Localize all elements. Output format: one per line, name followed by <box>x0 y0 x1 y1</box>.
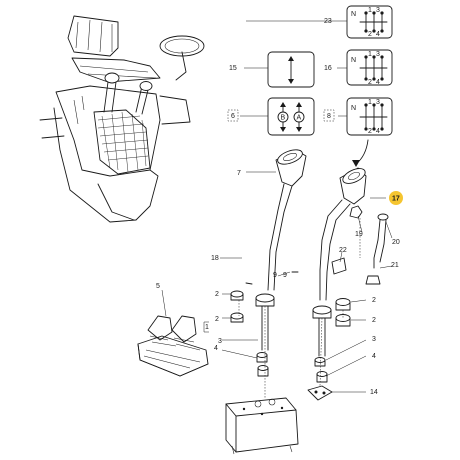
neutral-symbol: N <box>351 105 356 112</box>
callout-19: 19 <box>355 231 363 238</box>
callout-2c: 2 <box>372 297 376 304</box>
shift-pattern-16: N 1 3 2 4 <box>346 49 393 86</box>
callout-18: 18 <box>211 255 219 262</box>
shift-pattern-8: N 1 3 2 4 <box>346 97 393 136</box>
gearbox-housing <box>225 397 299 455</box>
callout-9b: 9 <box>283 272 287 279</box>
leader-lines <box>161 20 393 393</box>
neutral-symbol: N <box>351 11 356 18</box>
arrow-head-icon <box>352 160 360 167</box>
gear-2-label: 2 <box>368 128 372 135</box>
gear-1-label: 1 <box>368 7 372 14</box>
range-b-label: B <box>281 115 286 122</box>
callout-20: 20 <box>392 239 400 246</box>
gear-3-label: 3 <box>376 99 380 106</box>
callout-22: 22 <box>339 247 347 254</box>
callout-14: 14 <box>370 389 378 396</box>
callout-15: 15 <box>229 65 237 72</box>
highlight-marker <box>389 191 403 205</box>
range-a-label: A <box>297 115 302 122</box>
gear-4-label: 4 <box>376 128 380 135</box>
callout-8: 8 <box>327 113 331 120</box>
gear-1-label: 1 <box>368 51 372 58</box>
callout-4a: 4 <box>214 345 218 352</box>
shift-pattern-23: N 1 3 2 4 <box>346 5 393 39</box>
gear-2-label: 2 <box>368 79 372 86</box>
callout-5: 5 <box>156 283 160 290</box>
callout-16: 16 <box>324 65 332 72</box>
right-shaft-assembly <box>291 271 351 401</box>
neutral-symbol: N <box>351 57 356 64</box>
callout-23: 23 <box>324 18 332 25</box>
gear-4-label: 4 <box>376 31 380 38</box>
cab-illustration <box>39 15 205 223</box>
bracket-1 <box>203 321 209 333</box>
gear-2-label: 2 <box>368 31 372 38</box>
callout-6: 6 <box>231 113 235 120</box>
callout-1: 1 <box>205 324 209 331</box>
gear-4-label: 4 <box>376 79 380 86</box>
lever-left <box>267 149 307 291</box>
small-parts <box>331 205 389 285</box>
range-pattern-6: B A <box>267 97 315 136</box>
range-pattern-15 <box>267 51 315 88</box>
callout-17: 17 <box>392 196 400 203</box>
gear-3-label: 3 <box>376 7 380 14</box>
rubber-gaiter <box>137 315 209 377</box>
callout-3b: 3 <box>372 336 376 343</box>
callout-7: 7 <box>237 170 241 177</box>
gear-1-label: 1 <box>368 99 372 106</box>
callout-2d: 2 <box>372 317 376 324</box>
callout-9a: 9 <box>273 272 277 279</box>
gear-3-label: 3 <box>376 51 380 58</box>
callouts: 23 15 16 6 8 7 17 19 20 22 21 18 9 9 5 2… <box>156 18 403 396</box>
callout-2b: 2 <box>215 316 219 323</box>
lever-right <box>319 167 367 301</box>
guide-lines <box>238 218 361 398</box>
callout-3a: 3 <box>218 338 222 345</box>
callout-21: 21 <box>391 262 399 269</box>
left-shaft-assembly <box>230 282 275 377</box>
callout-2a: 2 <box>215 291 219 298</box>
callout-4b: 4 <box>372 353 376 360</box>
